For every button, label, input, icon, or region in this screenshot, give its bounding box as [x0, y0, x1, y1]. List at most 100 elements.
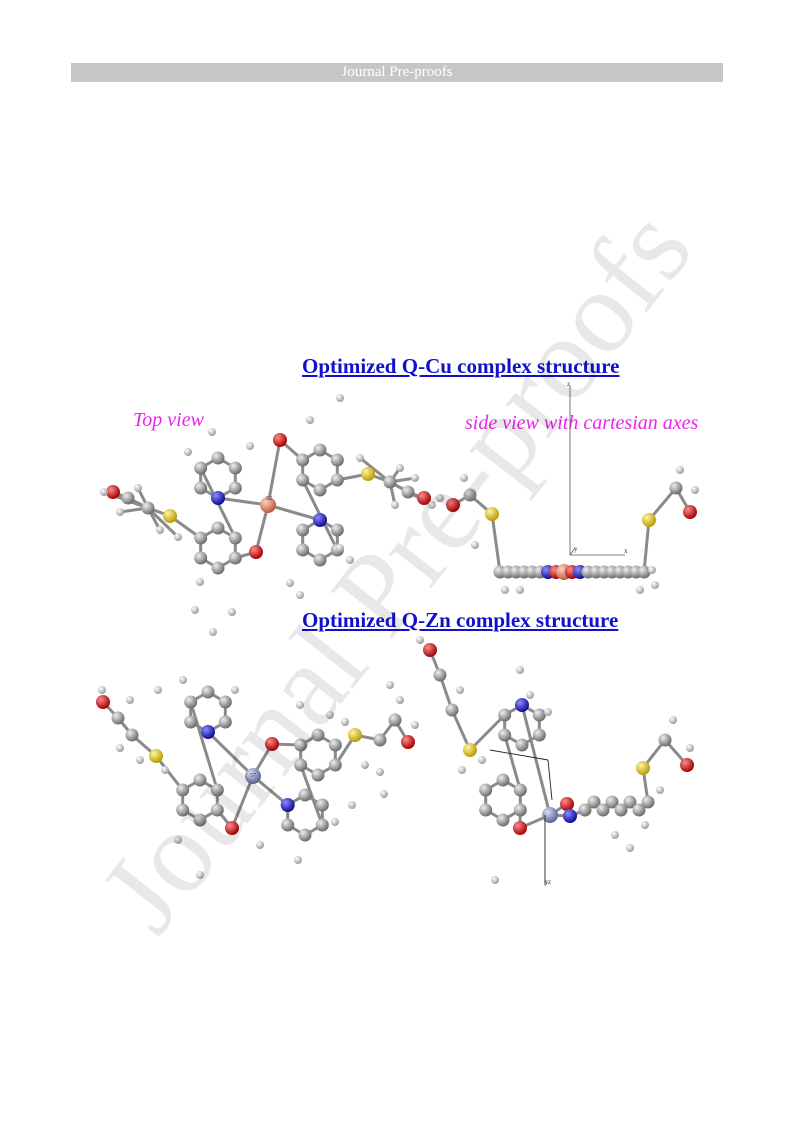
carbon-atom: [463, 488, 477, 502]
hydrogen-atom: [428, 501, 436, 509]
carbon-atom: [515, 738, 529, 752]
carbon-atom: [218, 715, 232, 729]
hydrogen-atom: [331, 818, 339, 826]
hydrogen-atom: [179, 676, 187, 684]
sulfur-atom: [163, 509, 177, 523]
carbon-atom: [401, 485, 415, 499]
carbon-atom: [194, 481, 208, 495]
cu-complex-title: Optimized Q-Cu complex structure: [302, 354, 620, 378]
hydrogen-atom: [356, 454, 364, 462]
carbon-atom: [313, 483, 327, 497]
hydrogen-atom: [126, 696, 134, 704]
carbon-atom: [296, 453, 310, 467]
zinc-atom: [542, 807, 558, 823]
carbon-atom: [111, 711, 125, 725]
oxygen-atom: [96, 695, 110, 709]
hydrogen-atom: [396, 696, 404, 704]
sulfur-atom: [361, 467, 375, 481]
bond: [490, 513, 502, 573]
bond: [189, 701, 219, 791]
nitrogen-atom: [211, 491, 225, 505]
carbon-atom: [218, 695, 232, 709]
oxygen-atom: [446, 498, 460, 512]
oxygen-atom: [106, 485, 120, 499]
bond: [468, 713, 506, 752]
hydrogen-atom: [516, 666, 524, 674]
hydrogen-atom: [516, 586, 524, 594]
carbon-atom: [211, 521, 225, 535]
hydrogen-atom: [296, 701, 304, 709]
hydrogen-atom: [208, 428, 216, 436]
copper-atom: [260, 497, 276, 513]
hydrogen-atom: [256, 841, 264, 849]
carbon-atom: [311, 728, 325, 742]
carbon-atom: [194, 531, 208, 545]
carbon-atom: [328, 758, 342, 772]
oxygen-atom: [683, 505, 697, 519]
zn-complex-title: Optimized Q-Zn complex structure: [302, 608, 619, 632]
carbon-atom: [658, 733, 672, 747]
carbon-atom: [281, 818, 295, 832]
carbon-atom: [294, 758, 308, 772]
carbon-atom: [445, 703, 459, 717]
oxygen-atom: [560, 797, 574, 811]
carbon-atom: [228, 461, 242, 475]
carbon-atom: [614, 803, 628, 817]
hydrogen-atom: [98, 686, 106, 694]
zinc-atom: [245, 768, 261, 784]
hydrogen-atom: [286, 579, 294, 587]
hydrogen-atom: [326, 711, 334, 719]
carbon-atom: [193, 813, 207, 827]
hydrogen-atom: [391, 501, 399, 509]
carbon-atom: [176, 783, 190, 797]
carbon-atom: [125, 728, 139, 742]
hydrogen-atom: [294, 856, 302, 864]
bond: [217, 496, 269, 507]
carbon-atom: [228, 551, 242, 565]
hydrogen-atom: [456, 686, 464, 694]
oxygen-atom: [513, 821, 527, 835]
carbon-atom: [313, 553, 327, 567]
oxygen-atom: [249, 545, 263, 559]
carbon-atom: [296, 523, 310, 537]
hydrogen-atom: [341, 718, 349, 726]
carbon-atom: [669, 481, 683, 495]
hydrogen-atom: [691, 486, 699, 494]
carbon-atom: [498, 708, 512, 722]
carbon-atom: [296, 473, 310, 487]
carbon-atom: [637, 565, 651, 579]
zn-axis-y-label: y: [545, 878, 549, 886]
hydrogen-atom: [116, 508, 124, 516]
hydrogen-atom: [361, 761, 369, 769]
carbon-atom: [328, 738, 342, 752]
carbon-atom: [184, 695, 198, 709]
zn-axis-z-label: z: [548, 878, 551, 886]
carbon-atom: [479, 803, 493, 817]
carbon-atom: [383, 475, 397, 489]
carbon-atom: [623, 795, 637, 809]
sulfur-atom: [485, 507, 499, 521]
carbon-atom: [496, 813, 510, 827]
zn-top-view-structure: [96, 628, 419, 879]
sulfur-atom: [463, 743, 477, 757]
carbon-atom: [311, 768, 325, 782]
carbon-atom: [315, 798, 329, 812]
cu-top-view-structure: [100, 394, 436, 616]
carbon-atom: [211, 561, 225, 575]
oxygen-atom: [680, 758, 694, 772]
carbon-atom: [479, 783, 493, 797]
carbon-atom: [315, 818, 329, 832]
hydrogen-atom: [136, 756, 144, 764]
nitrogen-atom: [563, 809, 577, 823]
hydrogen-atom: [416, 636, 424, 644]
hydrogen-atom: [411, 721, 419, 729]
zn-cartesian-axes: [489, 749, 553, 885]
hydrogen-atom: [196, 871, 204, 879]
hydrogen-atom: [196, 578, 204, 586]
hydrogen-atom: [174, 533, 182, 541]
bond: [267, 503, 321, 522]
oxygen-atom: [423, 643, 437, 657]
sulfur-atom: [636, 761, 650, 775]
carbon-atom: [330, 453, 344, 467]
